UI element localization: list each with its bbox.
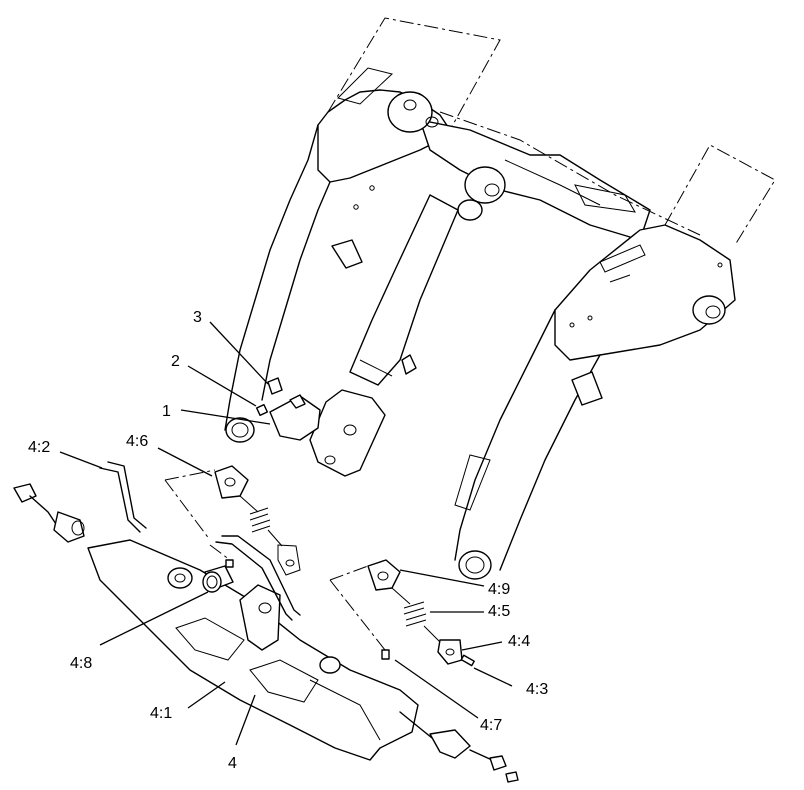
loader-frame xyxy=(224,17,776,580)
leader-lines xyxy=(59,321,513,746)
callout-3: 3 xyxy=(193,309,202,326)
pedal-assembly xyxy=(13,461,519,783)
callout-4: 4 xyxy=(228,755,237,772)
callout-4-7: 4:7 xyxy=(480,717,502,734)
callout-4-4: 4:4 xyxy=(508,633,530,650)
callout-4-3: 4:3 xyxy=(526,681,548,698)
callout-4-6: 4:6 xyxy=(126,433,148,450)
callout-4-8: 4:8 xyxy=(70,655,92,672)
callout-4-2: 4:2 xyxy=(28,439,50,456)
callout-4-5: 4:5 xyxy=(488,603,510,620)
callout-4-9: 4:9 xyxy=(488,581,510,598)
callout-4-1: 4:1 xyxy=(150,705,172,722)
callout-2: 2 xyxy=(171,353,180,370)
callout-1: 1 xyxy=(162,403,171,420)
callout-labels: 3 2 1 4:6 4:2 4:8 4:1 4 4:9 4:5 4:4 4:3 … xyxy=(28,309,548,772)
